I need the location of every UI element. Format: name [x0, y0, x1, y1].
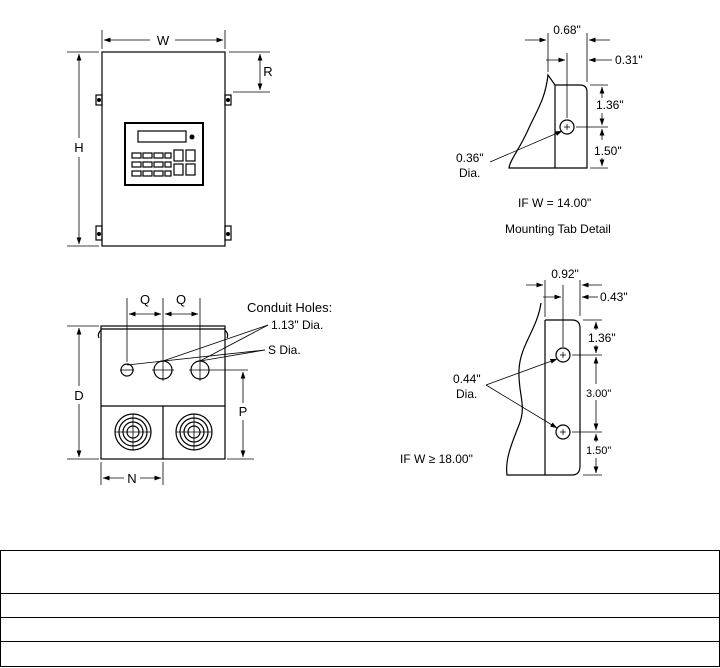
tab14-dim-outer: 0.68"	[553, 23, 581, 37]
tab18-hole-dia-value: 0.44"	[453, 372, 481, 386]
center-label: N	[127, 471, 136, 486]
offset-label: P	[239, 404, 248, 419]
enclosure-front	[95, 51, 232, 247]
height-label: H	[74, 140, 83, 155]
width-label: W	[157, 33, 170, 48]
table-row	[0, 617, 720, 642]
front-view: W H R	[67, 30, 275, 247]
fan-right	[175, 413, 213, 451]
bottom-view: Q Q D P N Conduit Holes: 1.13" Dia. S Di…	[67, 292, 332, 486]
spacing-q-left: Q	[140, 292, 150, 307]
tab14-dim-inner: 0.31"	[615, 53, 643, 67]
keypad-display	[124, 122, 204, 186]
tab18-dim-inner: 0.43"	[600, 290, 628, 304]
conduit-large-dia: 1.13" Dia.	[271, 318, 323, 332]
conduit-title: Conduit Holes:	[247, 300, 332, 315]
tab18-dim-top: 1.36"	[588, 331, 616, 345]
tab14-hole-dia-value: 0.36"	[456, 151, 484, 165]
spacing-q-right: Q	[176, 292, 186, 307]
conduit-small-dia: S Dia.	[268, 343, 301, 357]
table-cell	[0, 617, 720, 642]
table-cell	[0, 550, 720, 594]
table-cell	[0, 593, 720, 618]
tab-offset-label: R	[263, 64, 272, 79]
tab18-condition: IF W ≥ 18.00"	[400, 452, 473, 466]
tab14-condition: IF W = 14.00"	[518, 196, 591, 210]
fan-left	[114, 413, 152, 451]
mounting-tab-detail-18: 0.92" 0.43" 1.36" 3.00" 1.50" 0.44" Dia.…	[400, 267, 628, 476]
dimension-drawing: W H R 0.68" 0.31" 1.36"	[67, 23, 643, 486]
tab14-caption: Mounting Tab Detail	[505, 222, 611, 236]
tab14-hole-dia-unit: Dia.	[459, 166, 480, 180]
depth-label: D	[74, 388, 83, 403]
tab18-hole-dia-unit: Dia.	[456, 387, 477, 401]
tab14-dim-bottom: 1.50"	[594, 144, 622, 158]
spec-table	[0, 550, 720, 667]
tab18-dim-outer: 0.92"	[551, 267, 579, 281]
tab18-dim-mid: 3.00"	[586, 388, 611, 400]
table-cell	[0, 641, 720, 667]
table-row	[0, 550, 720, 594]
table-row	[0, 593, 720, 618]
tab18-dim-bottom: 1.50"	[586, 445, 611, 457]
table-row	[0, 641, 720, 667]
tab14-dim-top: 1.36"	[596, 98, 624, 112]
conduit-holes	[120, 359, 248, 381]
mounting-tab-detail-14: 0.68" 0.31" 1.36" 1.50" 0.36" Dia. IF W …	[456, 23, 643, 236]
